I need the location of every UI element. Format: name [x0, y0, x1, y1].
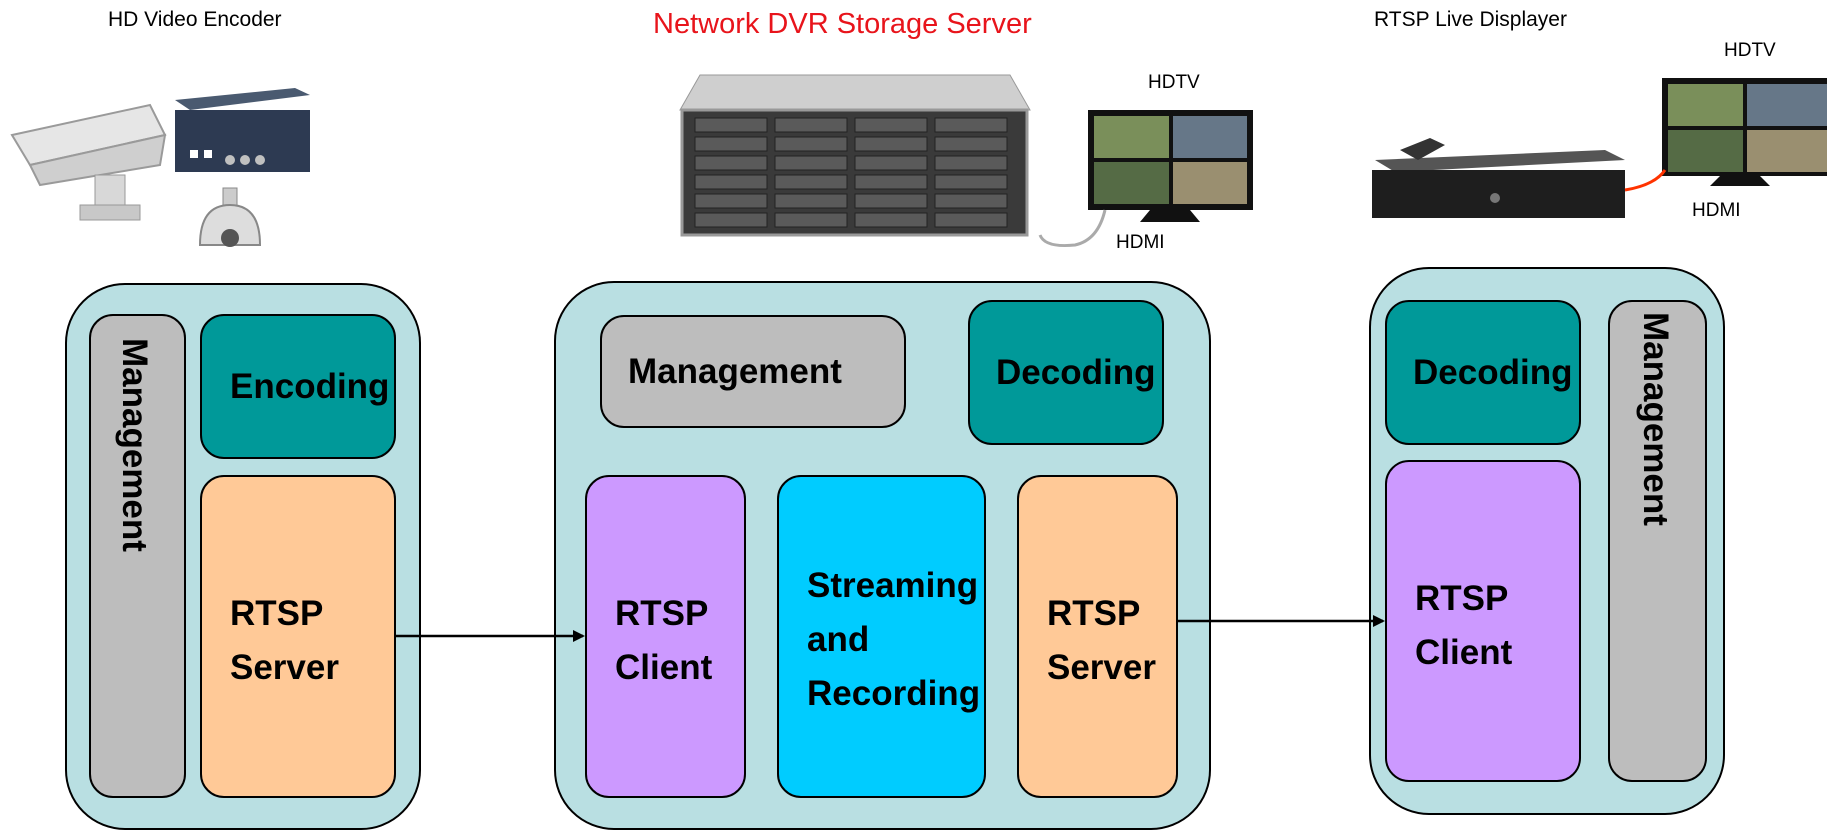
dvr-streaming-line1: Streaming	[807, 566, 979, 605]
dvr-management-block: Management	[600, 315, 906, 428]
encoder-encoding-label: Encoding	[230, 367, 390, 406]
dvr-rtsp-server-line2: Server	[1047, 648, 1156, 687]
dvr-rtsp-server-line1: RTSP	[1047, 594, 1141, 633]
displayer-caption: RTSP Live Displayer	[1374, 8, 1567, 31]
dvr-rtsp-client-line1: RTSP	[615, 594, 709, 633]
hdmi-label-display: HDMI	[1692, 200, 1741, 221]
displayer-management-block: Management	[1608, 300, 1707, 782]
hdtv-label-dvr: HDTV	[1148, 72, 1200, 93]
encoder-encoding-block: Encoding	[200, 314, 396, 459]
displayer-rtsp-client-line1: RTSP	[1415, 579, 1509, 618]
box-camera-icon	[10, 103, 167, 221]
hdmi-cable	[1624, 169, 1667, 192]
hdtv-display-monitor-icon	[1624, 78, 1827, 192]
hdtv-label-display: HDTV	[1724, 40, 1776, 61]
encoder-caption: HD Video Encoder	[108, 8, 282, 31]
dvr-rtsp-client-line2: Client	[615, 648, 713, 687]
dome-camera-icon	[198, 187, 262, 247]
dvr-decoding-block: Decoding	[968, 300, 1164, 445]
dvr-rtsp-client-block: RTSP Client	[585, 475, 746, 798]
displayer-rtsp-client-line2: Client	[1415, 633, 1513, 672]
encoder-rtsp-server-line1: RTSP	[230, 594, 324, 633]
encoder-rtsp-server-block: RTSP Server	[200, 475, 396, 798]
displayer-decoding-block: Decoding	[1385, 300, 1581, 445]
encoder-box-icon	[175, 88, 310, 172]
encoder-management-label: Management	[115, 338, 154, 552]
equipment-illustrations	[10, 74, 1827, 247]
dvr-streaming-line2: and	[807, 620, 870, 659]
dvr-streaming-line3: Recording	[807, 674, 981, 713]
dvr-rtsp-server-block: RTSP Server	[1017, 475, 1178, 798]
encoder-management-block: Management	[89, 314, 186, 798]
displayer-management-label: Management	[1636, 312, 1675, 526]
storage-server-icon	[679, 74, 1031, 237]
dvr-decoding-label: Decoding	[996, 353, 1156, 392]
encoder-rtsp-server-line2: Server	[230, 648, 339, 687]
hdtv-monitor-icon	[1038, 110, 1253, 247]
dvr-management-label: Management	[628, 352, 842, 391]
displayer-decoding-label: Decoding	[1413, 353, 1573, 392]
hdmi-label-dvr: HDMI	[1116, 232, 1165, 253]
dvr-caption: Network DVR Storage Server	[653, 8, 1032, 40]
set-top-box-icon	[1372, 138, 1625, 218]
displayer-rtsp-client-block: RTSP Client	[1385, 460, 1581, 782]
dvr-streaming-block: Streaming and Recording	[777, 475, 986, 798]
